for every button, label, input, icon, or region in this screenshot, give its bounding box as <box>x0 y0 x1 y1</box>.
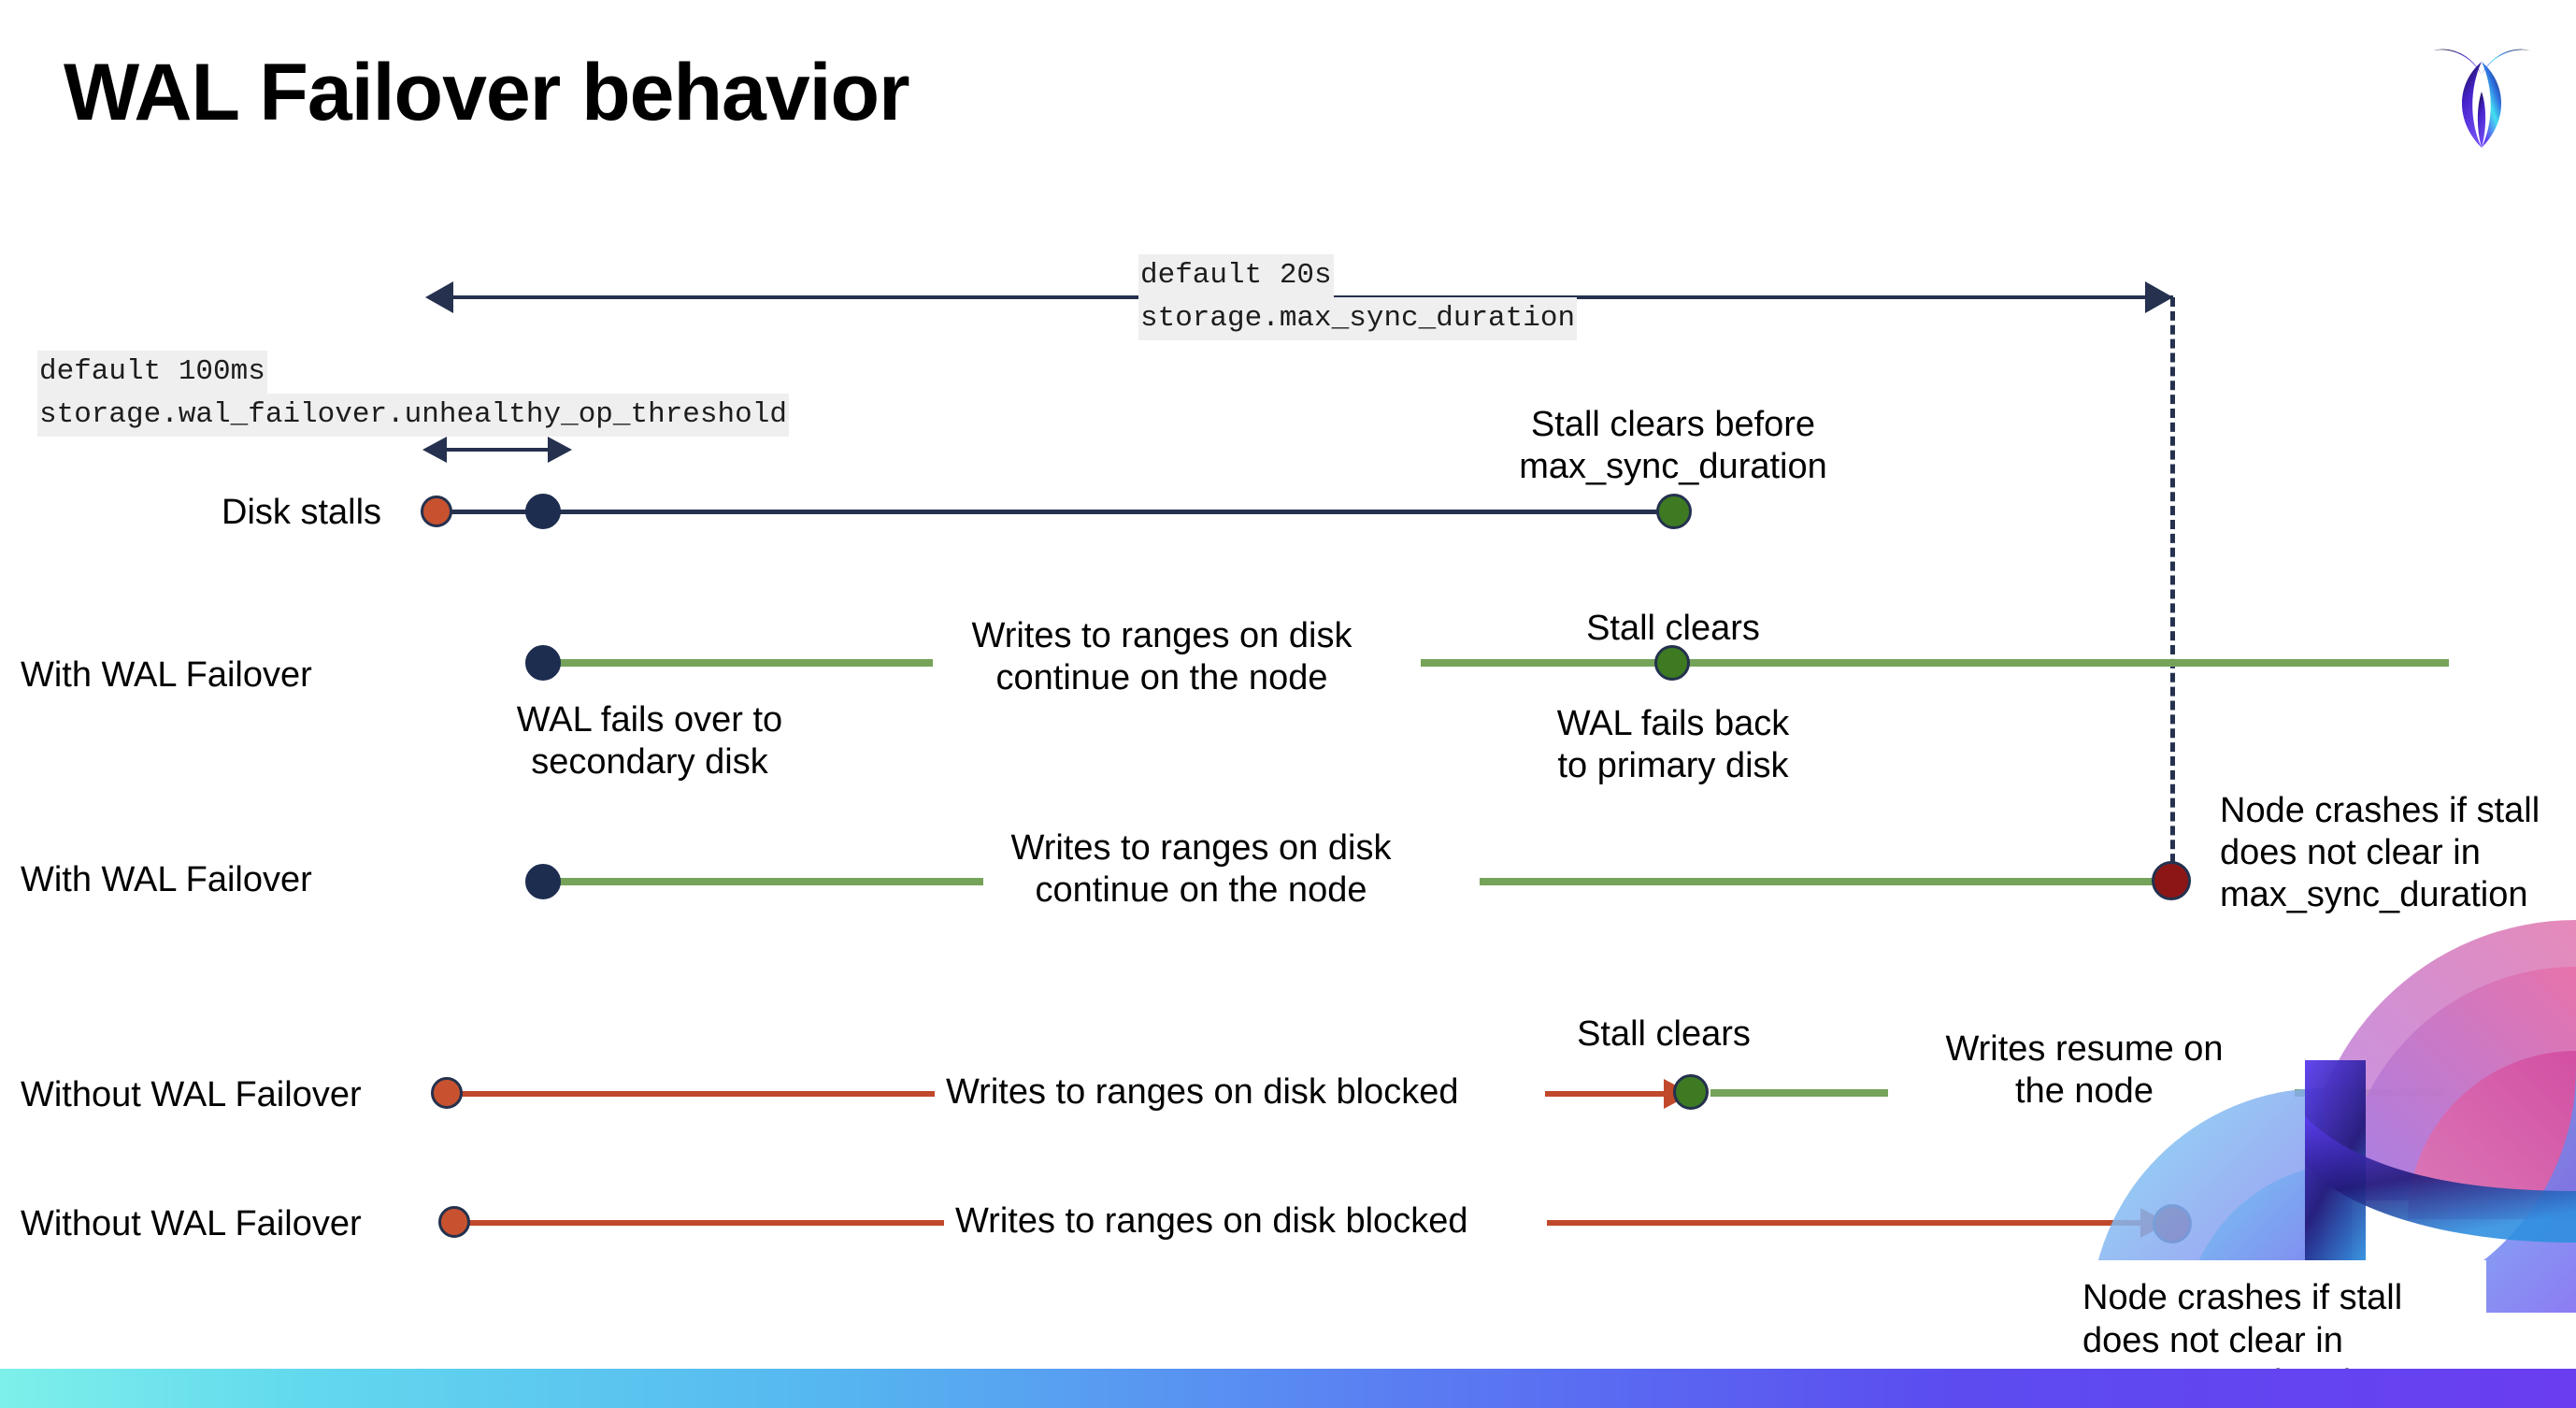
wal-failover-2-failover-dot <box>525 864 561 899</box>
cockroachdb-logo-icon <box>2421 34 2542 155</box>
row-label-without-wal-failover-2: Without WAL Failover <box>21 1204 362 1243</box>
without-wal-2-crash-dot <box>2153 1204 2192 1243</box>
max-sync-arrow-right-head <box>2145 281 2173 313</box>
max-sync-duration-annotation: default 20s storage.max_sync_duration <box>1138 254 1578 341</box>
wal-failover-2-segment-a <box>542 878 983 885</box>
note-stall-clears-before-max-sync: Stall clears before max_sync_duration <box>1519 405 1827 486</box>
wal-failover-2-crash-dot <box>2152 861 2191 900</box>
row-label-without-wal-failover-1: Without WAL Failover <box>21 1075 362 1114</box>
max-sync-default-text: default 20s <box>1138 254 1334 298</box>
without-wal-2-blocked-line-a <box>458 1220 944 1226</box>
note-wal-fails-over: WAL fails over to secondary disk <box>516 700 783 782</box>
without-wal-1-resume-line-b <box>2295 1089 2444 1097</box>
note-writes-blocked-2: Writes to ranges on disk blocked <box>955 1201 1468 1241</box>
wal-failover-1-segment-b <box>1421 659 2449 667</box>
unhealthy-op-default-text: default 100ms <box>37 351 267 395</box>
note-stall-clears-1: Stall clears <box>1586 609 1760 648</box>
unhealthy-op-threshold-annotation: default 100ms storage.wal_failover.unhea… <box>37 351 789 438</box>
row-label-with-wal-failover-2: With WAL Failover <box>21 860 312 899</box>
without-wal-1-blocked-line-b <box>1545 1091 1667 1097</box>
note-writes-resume: Writes resume on the node <box>1945 1029 2224 1111</box>
note-writes-continue-1: Writes to ranges on disk continue on the… <box>971 616 1352 697</box>
unhealthy-op-arrow-left-head <box>422 437 447 463</box>
without-wal-1-resume-line-a <box>1710 1089 1888 1097</box>
note-stall-clears-2: Stall clears <box>1577 1014 1751 1054</box>
page-title: WAL Failover behavior <box>64 48 910 137</box>
disk-stalls-timeline <box>435 510 1678 514</box>
without-wal-1-start-dot <box>431 1077 463 1109</box>
row-label-with-wal-failover-1: With WAL Failover <box>21 655 312 695</box>
disk-stalls-threshold-dot <box>525 494 561 529</box>
disk-stalls-clear-dot <box>1656 494 1692 529</box>
wal-failover-1-segment-a <box>542 659 933 667</box>
note-writes-continue-2: Writes to ranges on disk continue on the… <box>1010 828 1392 910</box>
disk-stalls-start-dot <box>421 496 452 527</box>
unhealthy-op-arrow-right-head <box>548 437 572 463</box>
note-wal-fails-back: WAL fails back to primary disk <box>1556 704 1790 785</box>
wal-failover-1-clear-dot <box>1654 645 1690 681</box>
note-node-crashes-1: Node crashes if stall does not clear in … <box>2220 791 2540 914</box>
unhealthy-op-setting-text: storage.wal_failover.unhealthy_op_thresh… <box>37 394 789 438</box>
unhealthy-op-span-line <box>441 448 551 452</box>
wal-failover-1-failover-dot <box>525 645 561 681</box>
wal-failover-2-segment-b <box>1480 878 2177 885</box>
without-wal-1-blocked-line-a <box>449 1091 935 1097</box>
note-writes-blocked-1: Writes to ranges on disk blocked <box>946 1072 1459 1112</box>
without-wal-2-blocked-line-b <box>1547 1220 2145 1226</box>
row-label-disk-stalls: Disk stalls <box>222 493 382 532</box>
max-sync-arrow-left-head <box>425 281 453 313</box>
max-sync-setting-text: storage.max_sync_duration <box>1138 297 1578 341</box>
without-wal-2-start-dot <box>438 1206 470 1238</box>
without-wal-1-clear-dot <box>1673 1074 1709 1110</box>
bottom-gradient-bar <box>0 1369 2576 1408</box>
max-sync-dashed-guide <box>2170 297 2175 877</box>
